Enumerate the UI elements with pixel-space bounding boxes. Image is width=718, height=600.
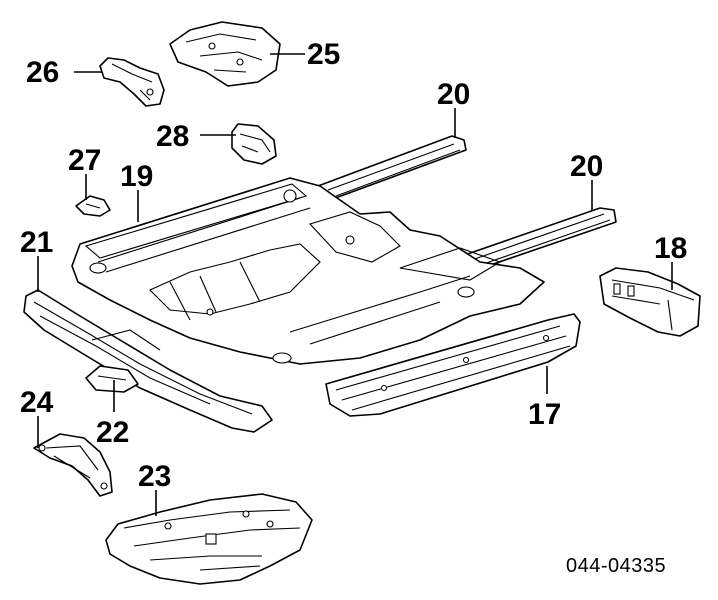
callout-26: 26 (26, 56, 59, 89)
main-floor-pan (71, 177, 545, 365)
callout-25: 25 (307, 38, 340, 71)
part-18-rear-bracket (599, 267, 701, 337)
part-25-bracket (169, 21, 281, 87)
callout-labels: 26 25 28 20 20 27 19 21 18 17 22 24 23 (20, 38, 687, 493)
callout-27: 27 (68, 144, 101, 177)
callout-19: 19 (120, 160, 153, 193)
part-22-plate (85, 365, 139, 393)
part-23-cross-member (105, 493, 313, 585)
part-28-mount (231, 123, 277, 165)
part-26-bracket (99, 57, 165, 107)
callout-20-lower: 20 (570, 150, 603, 183)
callout-20-upper: 20 (437, 78, 470, 111)
diagram-reference-number: 044-04335 (566, 555, 666, 577)
callout-18: 18 (654, 232, 687, 265)
part-21-side-member (23, 289, 273, 433)
part-20-rail-upper (317, 135, 467, 201)
callout-22: 22 (96, 416, 129, 449)
leader-lines (37, 53, 673, 516)
callout-21: 21 (20, 226, 53, 259)
callout-28: 28 (156, 120, 189, 153)
callout-23: 23 (138, 460, 171, 493)
callout-17: 17 (528, 398, 561, 431)
part-27-clip (75, 195, 111, 217)
callout-24: 24 (20, 386, 54, 419)
part-17-side-sill (325, 313, 581, 417)
part-24-member (33, 433, 113, 497)
